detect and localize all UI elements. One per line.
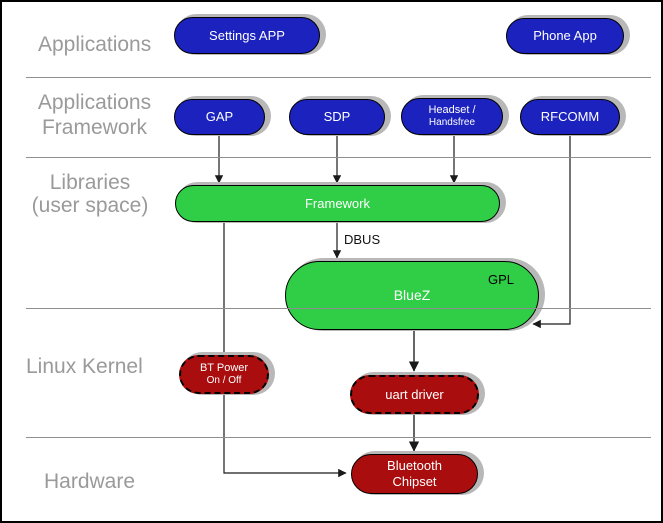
node-bluez-label: BlueZ bbox=[393, 287, 431, 304]
node-sdp-label: SDP bbox=[323, 109, 351, 125]
node-bluetooth-chipset-label-line1: Bluetooth bbox=[387, 458, 442, 474]
layer-label-linux-kernel: Linux Kernel bbox=[26, 355, 143, 378]
node-uart-driver: uart driver bbox=[350, 375, 479, 414]
node-bt-power: BT Power On / Off bbox=[179, 355, 269, 394]
node-bt-power-label-line1: BT Power bbox=[199, 361, 249, 374]
node-framework-label: Framework bbox=[304, 195, 370, 211]
node-sdp: SDP bbox=[289, 99, 385, 135]
dbus-edge-label: DBUS bbox=[344, 232, 381, 247]
arrow-framework-to-chipset-via-btpower bbox=[223, 223, 347, 478]
layer-label-hardware: Hardware bbox=[44, 470, 136, 493]
layer-label-libraries: Libraries (user space) bbox=[31, 171, 149, 217]
node-gap: GAP bbox=[174, 99, 265, 135]
divider-app-framework bbox=[26, 157, 651, 158]
node-bluez: GPL BlueZ bbox=[285, 261, 539, 330]
node-bt-power-label-line2: On / Off bbox=[206, 375, 242, 387]
node-settings-app-label: Settings APP bbox=[209, 27, 285, 43]
node-uart-driver-label: uart driver bbox=[385, 386, 444, 402]
node-rfcomm-label: RFCOMM bbox=[540, 109, 600, 125]
node-bluetooth-chipset: Bluetooth Chipset bbox=[351, 454, 478, 494]
node-headset-handsfree: Headset / Handsfree bbox=[401, 98, 503, 135]
layer-label-applications: Applications bbox=[38, 32, 151, 57]
layer-label-applications-text: Applications bbox=[38, 33, 152, 56]
layer-label-applications-framework: Applications Framework bbox=[37, 91, 152, 139]
gpl-badge: GPL bbox=[487, 272, 514, 287]
divider-kernel bbox=[26, 437, 651, 438]
node-headset-label-line2: Handsfree bbox=[428, 117, 476, 129]
node-headset-label-line1: Headset / bbox=[428, 103, 476, 116]
node-phone-app-label: Phone App bbox=[533, 28, 597, 44]
node-bluetooth-chipset-label-line2: Chipset bbox=[392, 474, 437, 489]
node-rfcomm: RFCOMM bbox=[520, 99, 620, 135]
divider-applications bbox=[26, 77, 651, 78]
node-settings-app: Settings APP bbox=[174, 17, 320, 54]
node-gap-label: GAP bbox=[205, 109, 234, 125]
node-phone-app: Phone App bbox=[506, 18, 624, 54]
divider-libraries bbox=[26, 308, 651, 309]
arrow-rfcomm-to-bluez bbox=[532, 136, 571, 329]
node-framework: Framework bbox=[175, 185, 500, 222]
